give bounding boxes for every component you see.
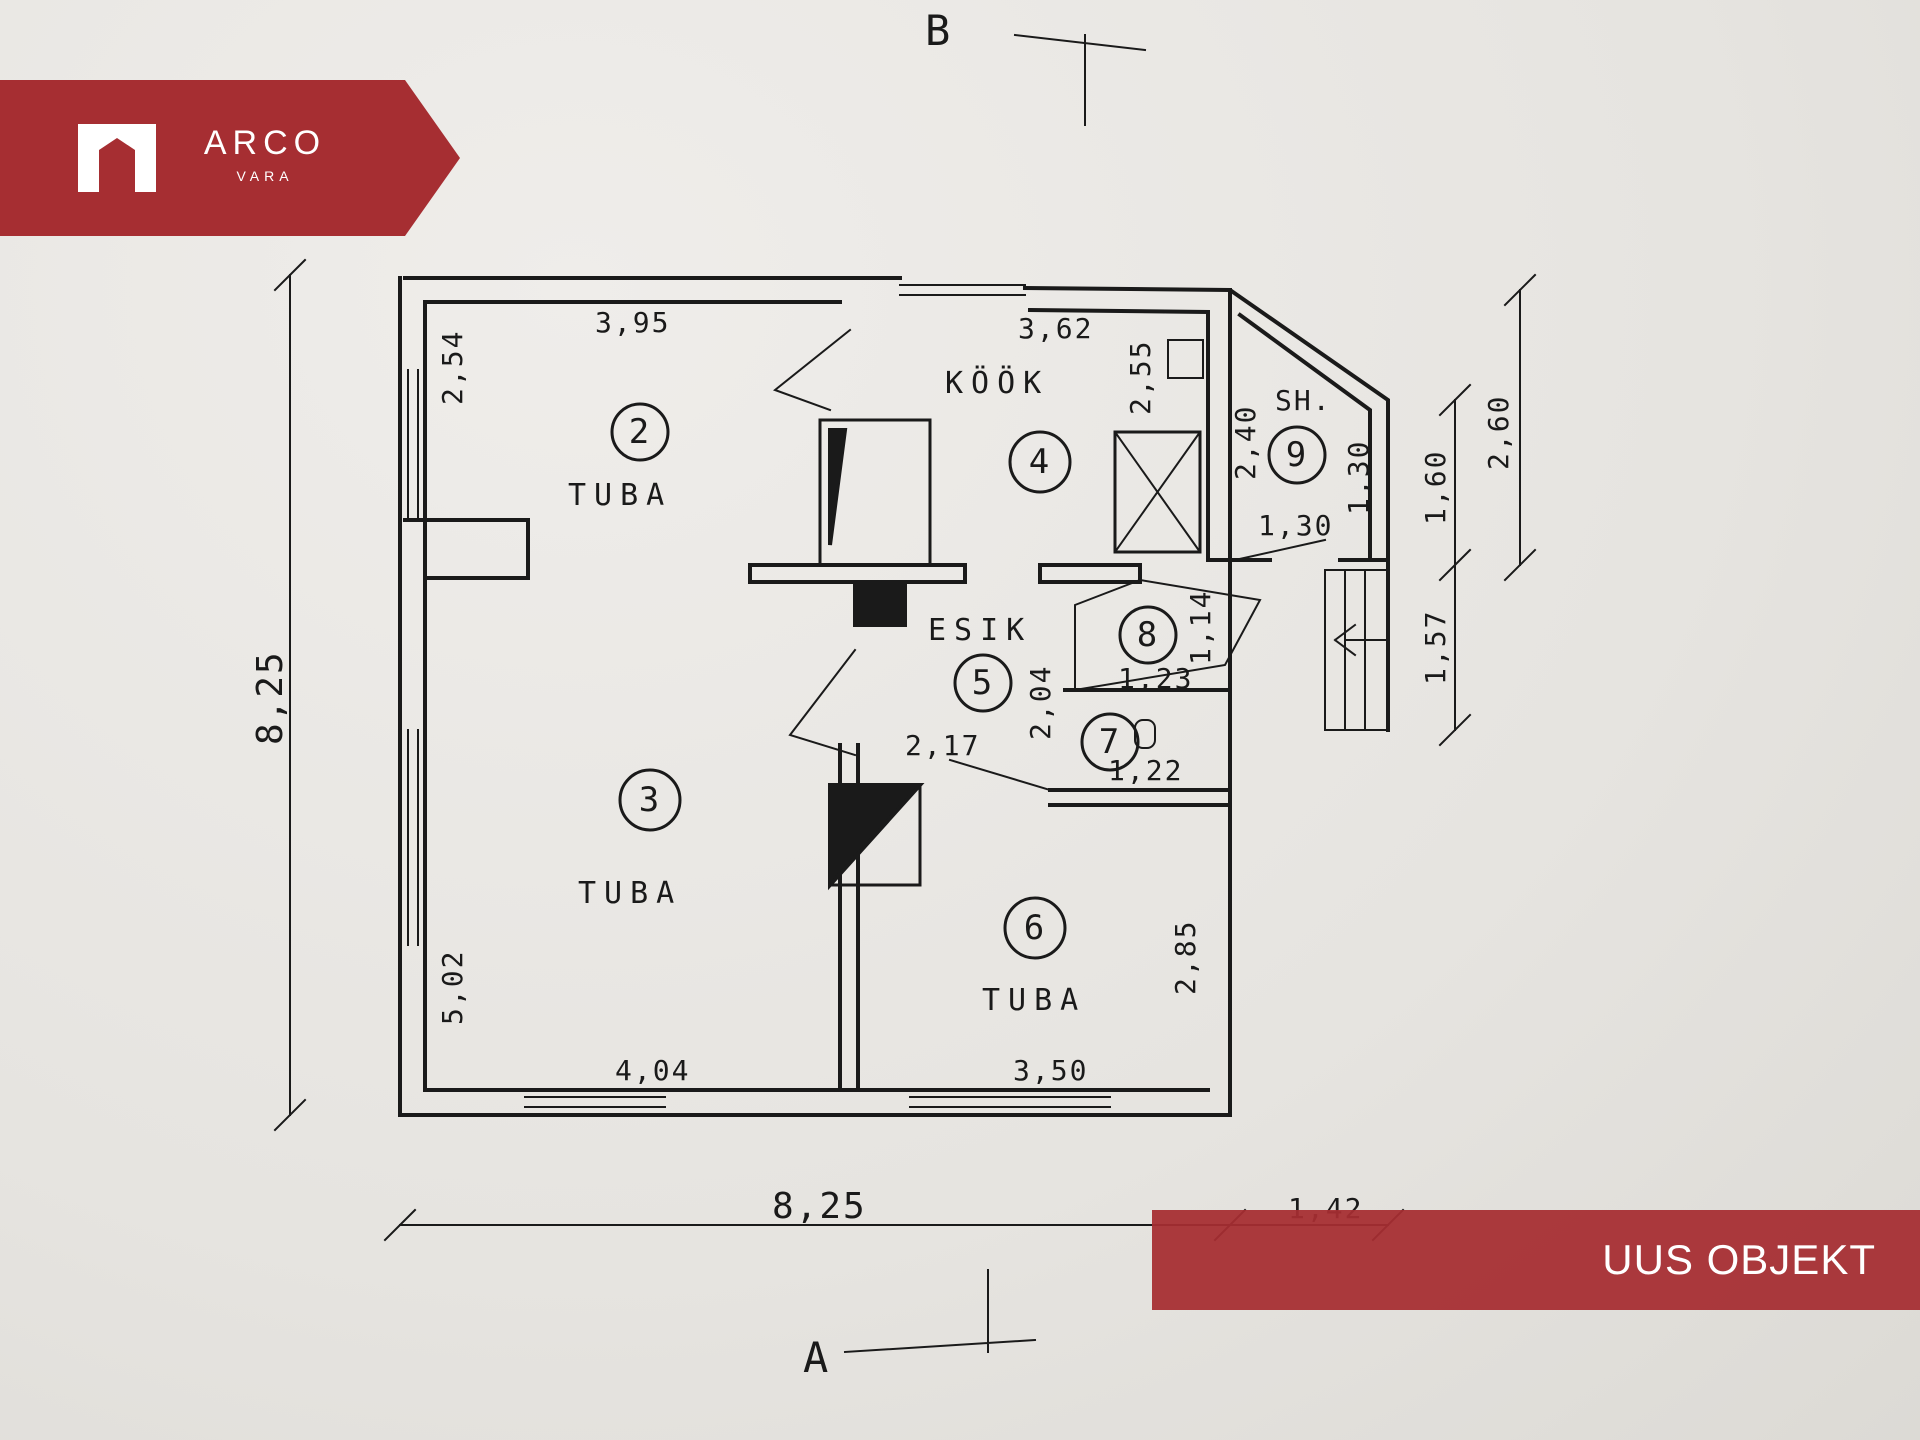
door-room9: [1233, 538, 1327, 562]
room-6-height: 2,85: [1169, 920, 1202, 995]
room-3-width: 4,04: [615, 1054, 690, 1087]
brand-ribbon: [0, 80, 460, 236]
overall-height: 8,25: [250, 650, 291, 745]
room-3-number: 3: [639, 780, 661, 820]
room-2-label: TUBA: [568, 478, 672, 513]
room-2-circle: [610, 402, 670, 462]
room-5-label: ESIK: [928, 613, 1032, 648]
room-3-label: TUBA: [578, 876, 682, 911]
wall-middle: [748, 563, 967, 584]
stairs: [1324, 569, 1389, 731]
door-room7: [948, 758, 1052, 792]
brand-subtitle: VARA: [236, 168, 294, 184]
room-5-circle: [953, 653, 1013, 713]
room-7-circle: [1080, 712, 1140, 772]
room-9-depth: 1,30: [1342, 440, 1375, 515]
house-icon: [78, 124, 156, 192]
room-5-number: 5: [972, 663, 994, 703]
room-8-number: 8: [1137, 615, 1159, 655]
room-8-circle: [1118, 605, 1178, 665]
room-5-height: 2,04: [1024, 665, 1057, 740]
section-b-marker: [1013, 33, 1147, 126]
room-7-number: 7: [1099, 722, 1121, 762]
room-6-label: TUBA: [982, 983, 1086, 1018]
wall-middle-2: [1038, 563, 1142, 584]
door-room5: [788, 648, 857, 757]
room-5-width: 2,17: [905, 729, 980, 762]
room-9-height: 2,40: [1229, 405, 1262, 480]
right-outer-dim: 2,60: [1482, 395, 1515, 470]
section-a-marker: [843, 1269, 1037, 1354]
room-4-circle: [1008, 430, 1072, 494]
room-2-number: 2: [629, 412, 651, 452]
wall-left-stub: [403, 518, 530, 580]
window-left-lower: [407, 729, 419, 946]
outer-wall: [398, 276, 1390, 1117]
room-6-width: 3,50: [1013, 1054, 1088, 1087]
room-9-number: 9: [1286, 435, 1308, 475]
inner-outer-wall: [423, 300, 1372, 1092]
door-room8: [1074, 578, 1262, 692]
room-4-label: KÖÖK: [945, 365, 1049, 401]
chimney: [853, 583, 907, 627]
door-room2: [772, 328, 852, 412]
dim-right-inner: [1438, 383, 1472, 747]
room-6-number: 6: [1024, 908, 1046, 948]
room-4-height: 2,55: [1124, 340, 1157, 415]
room-9-width: 1,30: [1258, 509, 1333, 542]
wall-room6-top: [1048, 788, 1232, 807]
room-4-width: 3,62: [1018, 312, 1093, 345]
window-top: [899, 284, 1026, 296]
new-listing-banner: UUS OBJEKT: [1152, 1210, 1920, 1310]
section-b-label: B: [925, 6, 952, 55]
dim-right-outer: [1503, 273, 1537, 582]
window-bottom-left: [524, 1096, 666, 1108]
window-bottom-right: [909, 1096, 1111, 1108]
room-4-number: 4: [1029, 442, 1051, 482]
room-2-height: 2,54: [436, 330, 469, 405]
room-8-width: 1,23: [1118, 662, 1193, 695]
section-a-label: A: [803, 1333, 830, 1382]
right-upper-dim: 1,60: [1419, 450, 1452, 525]
room-3-circle: [618, 768, 682, 832]
new-listing-label: UUS OBJEKT: [1602, 1236, 1876, 1283]
room-2-width: 3,95: [595, 306, 670, 339]
room-9-label: SH.: [1275, 384, 1332, 417]
stove: [818, 418, 932, 567]
overall-width: 8,25: [772, 1186, 867, 1227]
room-3-height: 5,02: [436, 950, 469, 1025]
kitchen-unit: [1113, 430, 1202, 554]
window-left-upper: [407, 369, 419, 521]
right-lower-dim: 1,57: [1419, 610, 1452, 685]
room-9-circle: [1267, 425, 1327, 485]
room-7-width: 1,22: [1108, 754, 1183, 787]
room-6-circle: [1003, 896, 1067, 960]
room-8-height: 1,14: [1184, 590, 1217, 665]
brand-name: ARCO: [203, 124, 327, 162]
dim-left: [273, 258, 307, 1132]
